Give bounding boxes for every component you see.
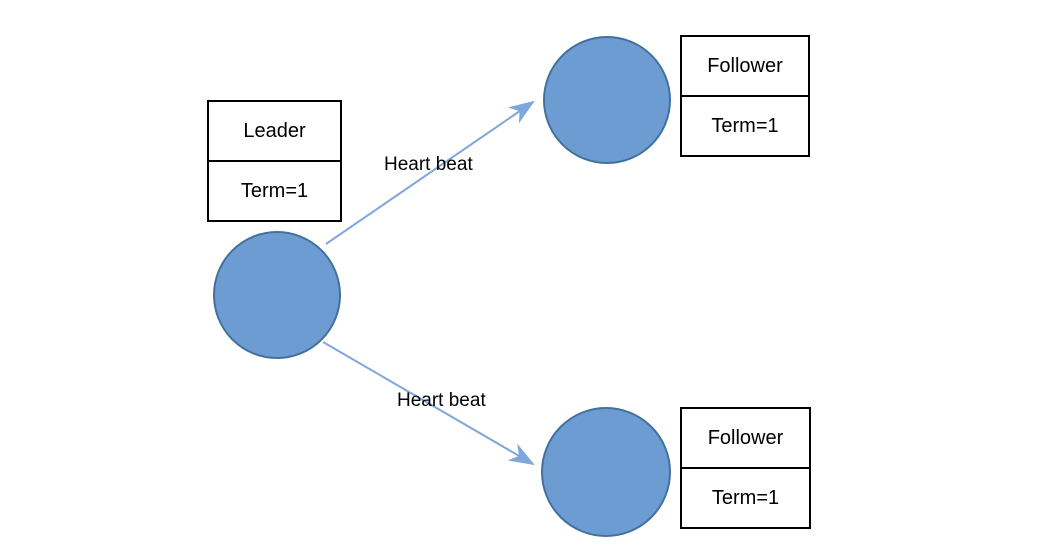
follower-top-role-label: Follower [682,37,808,97]
leader-label-box: Leader Term=1 [207,100,342,222]
leader-term-label: Term=1 [240,180,309,202]
leader-node-circle [213,231,341,359]
heartbeat-arrow-top [325,100,535,245]
heartbeat-label-top: Heart beat [384,154,473,175]
follower-bottom-node-circle [541,407,671,537]
follower-bottom-label-box: Follower Term=1 [680,407,811,529]
follower-top-label-box: Follower Term=1 [680,35,810,157]
follower-bottom-role-label: Follower [682,409,809,469]
leader-role-label: Leader [209,102,340,162]
follower-top-term-label: Term=1 [711,115,779,137]
heartbeat-label-bottom: Heart beat [397,390,486,411]
follower-bottom-term-label: Term=1 [711,487,780,509]
follower-top-node-circle [543,36,671,164]
heartbeat-arrow-bottom [322,341,535,466]
